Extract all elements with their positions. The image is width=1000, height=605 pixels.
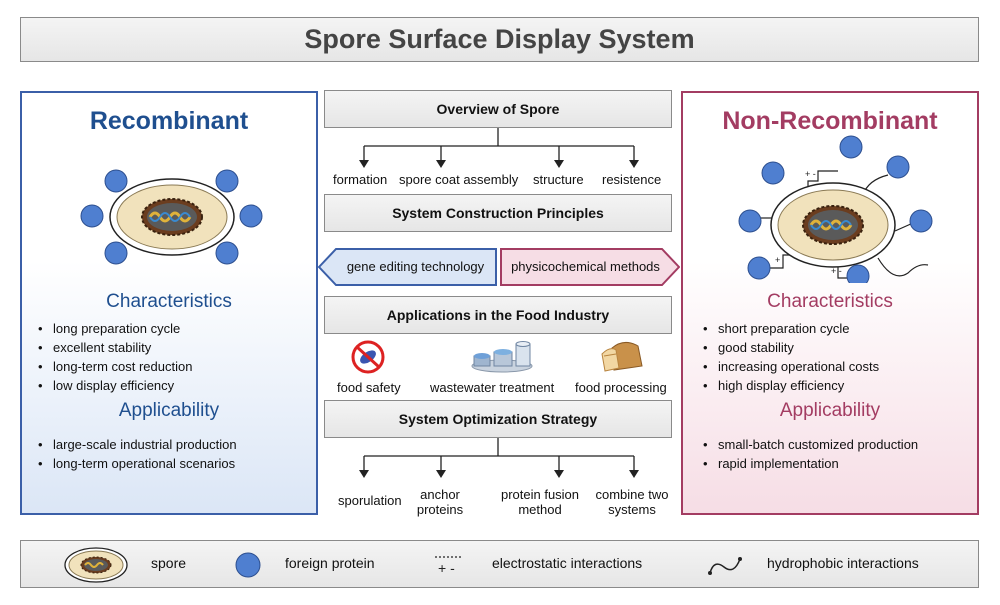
list-item: long-term cost reduction — [32, 357, 192, 376]
overview-item: structure — [533, 172, 584, 187]
physicochemical-label: physicochemical methods — [511, 259, 660, 274]
applications-box: Applications in the Food Industry — [324, 296, 672, 334]
no-bacteria-icon — [351, 340, 385, 374]
applications-title: Applications in the Food Industry — [386, 307, 610, 323]
non-recombinant-applicability-heading: Applicability — [779, 400, 881, 421]
svg-text:+ -: + - — [831, 266, 842, 276]
optimization-title: System Optimization Strategy — [398, 411, 598, 427]
svg-text:+ -: + - — [805, 169, 816, 179]
recombinant-title: Recombinant — [89, 107, 249, 135]
protein-legend-icon — [235, 552, 261, 578]
non-recombinant-applicability-list: small-batch customized production rapid … — [697, 435, 918, 473]
protein-icon — [80, 204, 104, 228]
list-item: small-batch customized production — [697, 435, 918, 454]
list-item: low display efficiency — [32, 376, 192, 395]
hydrophobic-legend-icon — [708, 557, 742, 575]
legend-spore-label: spore — [151, 555, 187, 571]
protein-icon — [215, 241, 239, 265]
optimization-item: sporulation — [338, 493, 402, 508]
non-recombinant-spore-icon: + - + - + + - — [738, 135, 933, 283]
list-item: good stability — [697, 338, 879, 357]
recombinant-applicability-list: large-scale industrial production long-t… — [32, 435, 237, 473]
overview-item: formation — [333, 172, 388, 187]
protein-icon — [909, 209, 933, 233]
spore-legend-icon — [64, 547, 128, 583]
list-item: long-term operational scenarios — [32, 454, 237, 473]
principles-title: System Construction Principles — [392, 205, 604, 221]
overview-item: spore coat assembly — [399, 172, 519, 187]
list-item: high display efficiency — [697, 376, 879, 395]
list-item: long preparation cycle — [32, 319, 192, 338]
recombinant-applicability-heading: Applicability — [118, 400, 220, 421]
physicochemical-arrow — [500, 248, 680, 286]
svg-text:+ -: + - — [438, 560, 455, 576]
electrostatic-legend-icon: + - — [435, 556, 463, 576]
recombinant-characteristics-list: long preparation cycle excellent stabili… — [32, 319, 192, 395]
non-recombinant-characteristics-heading: Characteristics — [767, 291, 893, 312]
legend-protein-label: foreign protein — [285, 555, 375, 571]
recombinant-characteristics-heading: Characteristics — [106, 291, 232, 312]
optimization-item: combine two systems — [595, 487, 669, 517]
water-treatment-icon — [471, 341, 533, 373]
application-item: food processing — [575, 380, 667, 395]
overview-title: Overview of Spore — [436, 101, 560, 117]
list-item: excellent stability — [32, 338, 192, 357]
legend: spore foreign protein + - electrostatic … — [20, 540, 979, 588]
recombinant-spore-icon — [80, 169, 263, 265]
protein-icon — [104, 169, 128, 193]
list-item: large-scale industrial production — [32, 435, 237, 454]
gene-editing-label: gene editing technology — [346, 259, 485, 274]
overview-item: resistence — [602, 172, 662, 187]
protein-icon — [761, 161, 785, 185]
application-item: food safety — [337, 380, 401, 395]
optimization-item: anchor proteins — [416, 487, 464, 517]
page-title-bar: Spore Surface Display System — [20, 17, 979, 62]
list-item: short preparation cycle — [697, 319, 879, 338]
protein-icon — [846, 264, 870, 283]
recombinant-panel: Recombinant Characteristics long prepara… — [20, 91, 318, 515]
bread-icon — [601, 342, 643, 372]
legend-hydrophobic-label: hydrophobic interactions — [767, 555, 919, 571]
overview-box: Overview of Spore — [324, 90, 672, 128]
optimization-item: protein fusion method — [500, 487, 580, 517]
overview-branch-arrows — [359, 128, 639, 168]
optimization-box: System Optimization Strategy — [324, 400, 672, 438]
non-recombinant-characteristics-list: short preparation cycle good stability i… — [697, 319, 879, 395]
protein-icon — [215, 169, 239, 193]
page-title: Spore Surface Display System — [304, 24, 695, 54]
protein-icon — [738, 209, 762, 233]
legend-electrostatic-label: electrostatic interactions — [492, 555, 643, 571]
gene-editing-arrow — [318, 248, 497, 286]
protein-icon — [839, 135, 863, 159]
non-recombinant-panel: Non-Recombinant + - + - + + - — [681, 91, 979, 515]
application-item: wastewater treatment — [430, 380, 555, 395]
protein-icon — [886, 155, 910, 179]
principles-box: System Construction Principles — [324, 194, 672, 232]
non-recombinant-title: Non-Recombinant — [722, 107, 938, 135]
protein-icon — [239, 204, 263, 228]
list-item: increasing operational costs — [697, 357, 879, 376]
protein-icon — [747, 256, 771, 280]
list-item: rapid implementation — [697, 454, 918, 473]
protein-icon — [104, 241, 128, 265]
svg-text:+: + — [775, 255, 780, 265]
optimization-branch-arrows — [359, 438, 639, 478]
